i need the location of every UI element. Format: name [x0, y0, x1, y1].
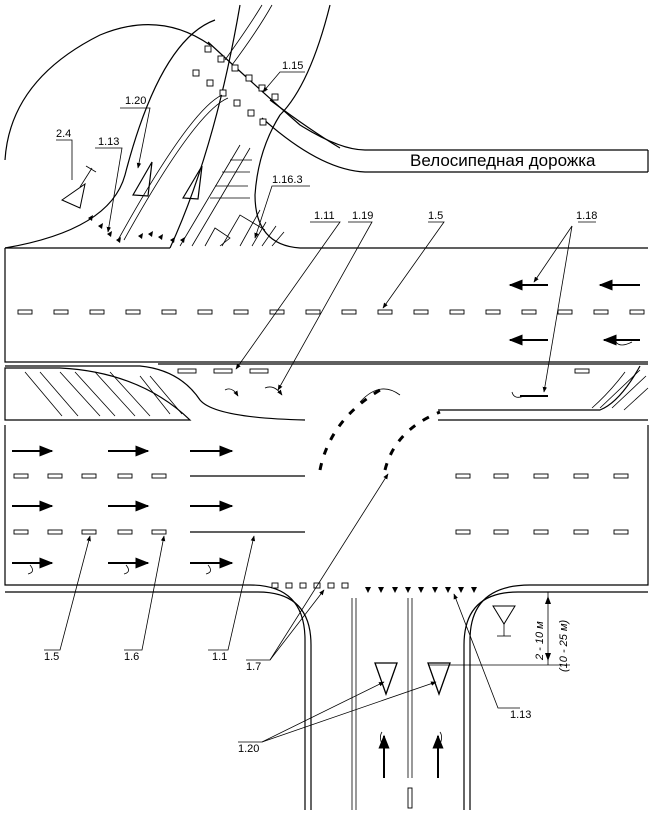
road-edges [4, 4, 649, 810]
yield-triangles-lower [374, 662, 451, 696]
callout-1-20-lower: 1.20 [238, 743, 259, 755]
sign-2-4 [60, 165, 97, 209]
bike-path-label: Велосипедная дорожка [410, 151, 596, 170]
callouts: 1.15 1.20 2.4 1.13 1.16.3 1.11 1.19 1.5 … [44, 60, 597, 755]
lower-stop-dashes [271, 582, 349, 589]
callout-1-6: 1.6 [124, 651, 139, 663]
dimension-secondary: (10 - 25 м) [558, 619, 570, 672]
lower-arrows [12, 445, 234, 575]
callout-1-1: 1.1 [212, 651, 227, 663]
callout-1-13-upper: 1.13 [98, 136, 119, 148]
turn-lane-markings [158, 363, 648, 397]
callout-1-20-upper: 1.20 [125, 95, 146, 107]
callout-1-11: 1.11 [314, 210, 335, 222]
sign-and-dimension: 2 - 10 м (10 - 25 м) [428, 591, 570, 672]
callout-1-18: 1.18 [576, 210, 597, 222]
bike-path: Велосипедная дорожка [207, 41, 649, 173]
island-hatching-1-16-3 [179, 144, 285, 247]
callout-1-13-lower: 1.13 [510, 709, 531, 721]
give-way-teeth-ramp [88, 215, 185, 243]
upper-center-dashes [17, 309, 645, 315]
callout-2-4: 2.4 [56, 128, 71, 140]
callout-1-5-upper: 1.5 [428, 210, 443, 222]
callout-1-19: 1.19 [352, 210, 373, 222]
upper-arrows [508, 279, 640, 398]
dimension-primary: 2 - 10 м [534, 621, 546, 661]
side-road-arrows [378, 731, 444, 778]
give-way-teeth-lower [365, 587, 477, 593]
bike-crossing-squares [192, 45, 279, 126]
turn-guidelines [318, 388, 441, 471]
ramp-lanes [117, 4, 273, 241]
lower-lane-lines [13, 473, 629, 535]
side-road-lanes [351, 598, 413, 810]
median-hatching-left [24, 371, 183, 417]
callout-1-16-3: 1.16.3 [272, 174, 303, 186]
callout-1-5-lower: 1.5 [44, 651, 59, 663]
callout-1-7: 1.7 [246, 661, 261, 673]
callout-1-15: 1.15 [282, 60, 303, 72]
median-hatching-right [591, 369, 649, 411]
yield-triangles-ramp [131, 161, 203, 200]
